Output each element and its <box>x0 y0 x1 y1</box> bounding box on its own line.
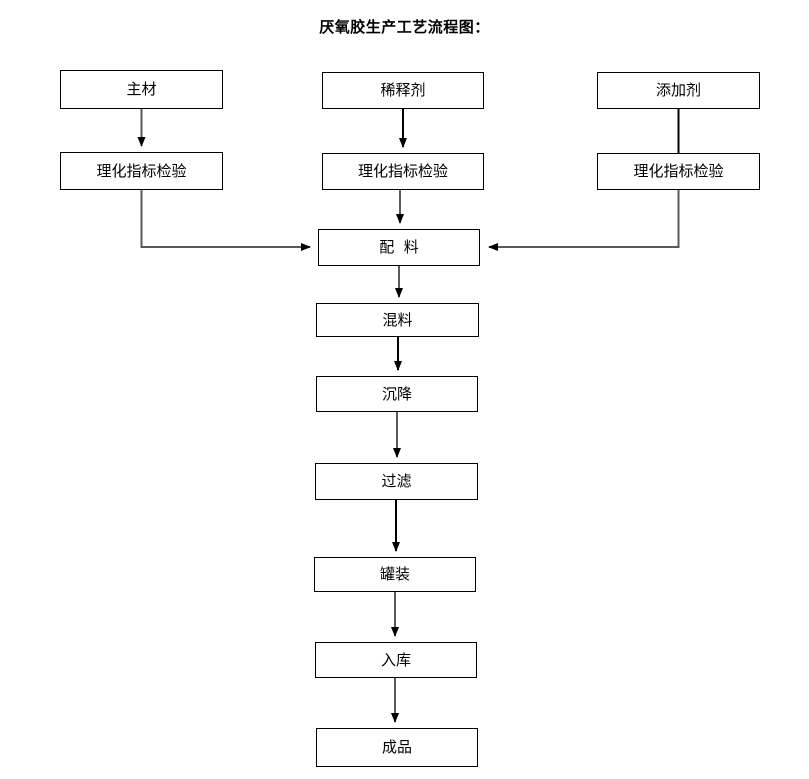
node-xishiji[interactable]: 稀释剂 <box>322 72 484 109</box>
node-jianyan-right[interactable]: 理化指标检验 <box>597 153 760 190</box>
node-chenjiang[interactable]: 沉降 <box>316 376 478 412</box>
node-hunliao[interactable]: 混料 <box>316 303 479 337</box>
node-guanzhuang[interactable]: 罐装 <box>314 557 476 592</box>
node-jianyan-left[interactable]: 理化指标检验 <box>60 152 223 190</box>
page-title: 厌氧胶生产工艺流程图： <box>319 18 490 36</box>
node-jianyan-center[interactable]: 理化指标检验 <box>322 153 484 190</box>
node-zhucai[interactable]: 主材 <box>60 70 223 109</box>
node-peiliao[interactable]: 配 料 <box>318 229 480 266</box>
node-guolv[interactable]: 过滤 <box>315 463 478 500</box>
node-ruku[interactable]: 入库 <box>315 642 477 678</box>
node-tianjiaji[interactable]: 添加剂 <box>597 72 760 109</box>
edge-right-jianyan-to-peiliao <box>488 190 680 251</box>
node-chengpin[interactable]: 成品 <box>316 728 478 767</box>
edge-left-jianyan-to-peiliao <box>140 190 311 251</box>
